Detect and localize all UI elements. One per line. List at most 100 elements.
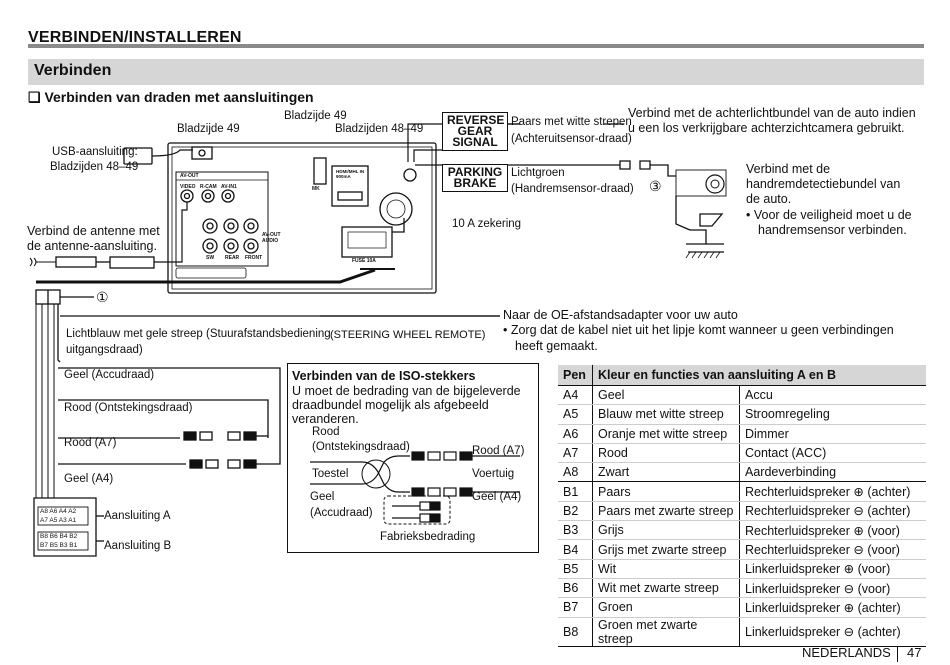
unit-hdmi-label: HDMI/MHL IN 900mA: [336, 169, 365, 179]
function-cell: Accu: [739, 385, 926, 406]
color-cell: Paars met zwarte streep: [592, 501, 740, 522]
oe-adapter-note: Naar de OE-afstandsadapter voor uw auto: [503, 308, 738, 322]
color-cell: Zwart: [592, 462, 740, 483]
reverse-note-2: u een los verkrijgbare achterzichtcamera…: [628, 121, 905, 135]
steering-remote-label: (STEERING WHEEL REMOTE): [330, 329, 486, 341]
page-ref-49a: Bladzijde 49: [177, 123, 240, 135]
oe-adapter-bullet: • Zorg dat de kabel niet uit het lipje k…: [503, 323, 894, 337]
footer-language: NEDERLANDS: [802, 645, 891, 660]
iso-accu-label: (Accudraad): [310, 507, 373, 519]
function-cell: Dimmer: [739, 424, 926, 444]
iso-geel-a4-label: Geel (A4): [472, 491, 522, 503]
parking-line-1: PARKING: [447, 165, 503, 179]
connector-b-pins-1: B8 B6 B4 B2: [40, 533, 78, 540]
video-jack: [180, 189, 194, 203]
iso-connection-box: [287, 363, 539, 553]
function-cell: Linkerluidspreker ⊕ (achter): [739, 597, 926, 618]
pin-cell: B5: [558, 559, 593, 579]
connector-b-pins-2: B7 B5 B3 B1: [40, 542, 78, 549]
function-cell: Contact (ACC): [739, 443, 926, 464]
reverse-sensor-label: (Achteruitsensor-draad): [511, 133, 632, 145]
iso-ontsteking-label: (Ontstekingsdraad): [312, 441, 410, 453]
iso-toestel-label: Toestel: [312, 468, 349, 480]
lightgreen-wire-label: Lichtgroen: [511, 167, 565, 179]
handbrake-note-5: handremsensor verbinden.: [758, 223, 907, 237]
pin-cell: B7: [558, 597, 593, 618]
color-cell: Oranje met witte streep: [592, 424, 740, 444]
reverse-gear-signal-box: REVERSE GEAR SIGNAL: [442, 112, 508, 151]
pin-cell: B3: [558, 520, 593, 541]
steering-wire-label-2: uitgangsdraad): [66, 344, 143, 356]
pin-cell: B4: [558, 539, 593, 560]
antenna-plug: [55, 256, 97, 268]
iso-socket: [341, 226, 393, 258]
page-number: 47: [907, 645, 922, 660]
function-cell: Stroomregeling: [739, 404, 926, 425]
parking-brake-box: PARKING BRAKE: [442, 164, 508, 192]
unit-rear-label: REAR: [225, 255, 240, 261]
av-panel: [175, 171, 269, 267]
callout-1: ①: [96, 289, 109, 305]
unit-sw-label: SW: [206, 255, 215, 261]
usb-socket: [191, 146, 213, 160]
handbrake-note-2: handremdetectiebundel van: [746, 177, 901, 191]
reverse-line-2: GEAR: [457, 124, 493, 138]
subhead: Verbinden: [34, 62, 112, 79]
title-rule: [28, 44, 924, 48]
usb-pages-label: Bladzijden 48–49: [50, 161, 139, 173]
rcam-jack: [201, 189, 215, 203]
connector-b-label: Aansluiting B: [104, 540, 172, 552]
function-cell: Rechterluidspreker ⊕ (achter): [739, 481, 926, 502]
pin-cell: A7: [558, 443, 593, 464]
pin-cell: B8: [558, 617, 593, 647]
antenna-note-2: de antenne-aansluiting.: [27, 239, 157, 253]
iso-box-text-3: veranderen.: [292, 412, 359, 426]
footer-separator: [897, 646, 898, 662]
unit-front-label: FRONT: [245, 255, 263, 261]
unit-mk-label: MK: [312, 186, 320, 192]
table-header-row: Pen Kleur en functies van aansluiting A …: [558, 365, 926, 386]
pin-cell: A5: [558, 404, 593, 425]
color-cell: Rood: [592, 443, 740, 464]
antenna-note-1: Verbind de antenne met: [27, 224, 160, 238]
head-unit: [167, 142, 437, 294]
unit-video-label: VIDEO: [180, 184, 196, 190]
wire-rood-ontsteking: Rood (Ontstekingsdraad): [64, 402, 193, 414]
subhead-bar: [28, 59, 924, 85]
iso-rood-a7-label: Rood (A7): [472, 445, 525, 457]
fuse-label: 10 A zekering: [452, 218, 522, 230]
reverse-line-3: SIGNAL: [452, 135, 498, 149]
pin-cell: A8: [558, 462, 593, 483]
reverse-line-1: REVERSE: [447, 113, 505, 127]
table-header-pen: Pen: [558, 365, 593, 386]
wire-rood-a7: Rood (A7): [64, 437, 117, 449]
color-cell: Wit met zwarte streep: [592, 578, 740, 599]
iso-voertuig-label: Voertuig: [472, 468, 515, 480]
pin-function-table: Pen Kleur en functies van aansluiting A …: [558, 365, 926, 647]
iso-box-title: Verbinden van de ISO-stekkers: [292, 369, 476, 383]
handbrake-note-1: Verbind met de: [746, 162, 831, 176]
color-cell: Grijs met zwarte streep: [592, 539, 740, 560]
parking-line-2: BRAKE: [453, 176, 497, 190]
function-cell: Rechterluidspreker ⊖ (achter): [739, 501, 926, 522]
color-cell: Wit: [592, 559, 740, 579]
subsection-heading: ❏ Verbinden van draden met aansluitingen: [28, 89, 314, 105]
usb-label: USB-aansluiting:: [52, 146, 138, 158]
unit-avout-label: AV-OUT: [180, 173, 199, 179]
pin-cell: A4: [558, 385, 593, 406]
color-cell: Groen met zwarte streep: [592, 617, 740, 647]
page-ref-49b: Bladzijde 49: [284, 110, 347, 122]
function-cell: Linkerluidspreker ⊖ (achter): [739, 617, 926, 647]
avin1-jack: [221, 189, 235, 203]
pin-cell: B6: [558, 578, 593, 599]
